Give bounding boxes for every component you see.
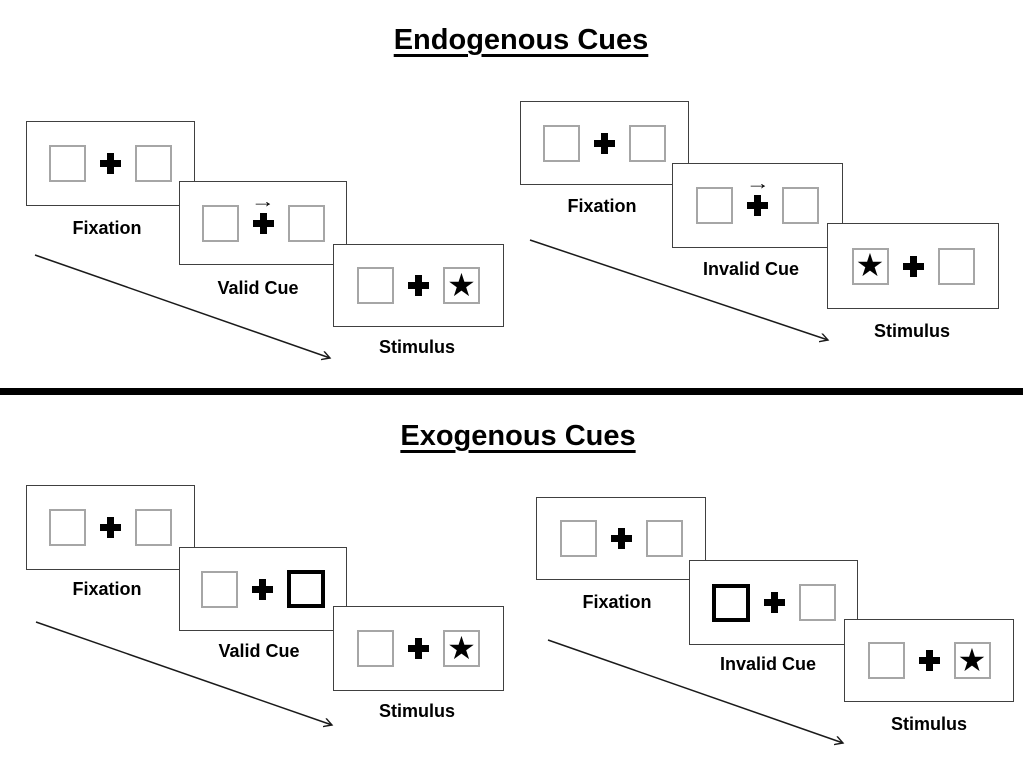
fixation-cross-icon <box>902 255 924 277</box>
fixation-point <box>594 132 615 154</box>
stimulus-box-right: ★ <box>443 267 480 304</box>
stimulus-label: Stimulus <box>378 337 456 357</box>
fixation-cross-icon <box>747 195 768 216</box>
fixation-point <box>408 638 429 659</box>
fixation-label: Fixation <box>72 579 142 599</box>
fixation-cross-icon <box>100 153 121 174</box>
fixation-cross-icon <box>918 650 940 671</box>
central-cue: → <box>745 174 770 216</box>
cue-arrow-right-icon: → <box>250 190 276 211</box>
fixation-cross-icon <box>252 578 273 600</box>
fixation-cross-icon <box>408 275 429 296</box>
star-stimulus-icon: ★ <box>957 641 987 678</box>
peripheral-cue-box-left <box>711 583 750 622</box>
placeholder-box-left <box>357 267 394 304</box>
star-stimulus-icon: ★ <box>447 266 476 303</box>
central-cue: → <box>251 192 275 234</box>
placeholder-box-right <box>287 204 325 242</box>
fixation-point <box>763 592 785 613</box>
stimulus-label: Stimulus <box>378 701 456 721</box>
timeline-arrow-exogenous-invalid <box>547 639 843 743</box>
star-stimulus-icon: ★ <box>855 247 885 283</box>
stimulus-box-left: ★ <box>851 247 889 285</box>
fixation-point <box>610 528 632 549</box>
placeholder-box-left <box>201 204 239 242</box>
placeholder-box-right <box>782 187 819 224</box>
placeholder-box-left <box>49 145 86 182</box>
placeholder-box-right <box>798 584 836 621</box>
fixation-label: Fixation <box>567 196 637 216</box>
fixation-cross-icon <box>100 517 121 538</box>
fixation-panel <box>536 497 706 580</box>
fixation-cross-icon <box>252 212 274 234</box>
fixation-panel <box>520 101 689 185</box>
cue-label: Valid Cue <box>217 278 299 298</box>
stimulus-label: Stimulus <box>873 321 951 341</box>
placeholder-box-right <box>135 509 172 546</box>
stimulus-panel: ★ <box>844 619 1014 702</box>
fixation-label: Fixation <box>72 218 142 238</box>
fixation-cross-icon <box>610 528 632 549</box>
timeline-arrow-endogenous-invalid <box>529 239 828 340</box>
cue-label: Valid Cue <box>218 641 300 661</box>
cue-panel: → <box>672 163 843 248</box>
timeline-arrow-exogenous-valid <box>35 621 332 725</box>
fixation-panel <box>26 485 195 570</box>
fixation-panel <box>26 121 195 206</box>
stimulus-panel: ★ <box>333 244 504 327</box>
stimulus-panel: ★ <box>333 606 504 691</box>
cue-label: Invalid Cue <box>719 654 817 674</box>
fixation-point <box>100 517 121 538</box>
stimulus-box-right: ★ <box>953 641 991 679</box>
stimulus-box-right: ★ <box>443 630 480 667</box>
placeholder-box-right <box>937 247 975 285</box>
cue-panel <box>689 560 858 645</box>
section-divider <box>0 388 1023 395</box>
timeline-arrow-endogenous-valid <box>34 254 330 358</box>
fixation-point <box>100 153 121 174</box>
placeholder-box-right <box>135 145 172 182</box>
placeholder-box-left <box>867 642 905 679</box>
star-stimulus-icon: ★ <box>447 629 476 666</box>
fixation-point <box>252 578 273 600</box>
cue-label: Invalid Cue <box>702 259 800 279</box>
placeholder-box-left <box>357 630 394 667</box>
stimulus-label: Stimulus <box>890 714 968 734</box>
placeholder-box-left <box>696 187 733 224</box>
peripheral-cue-box-right <box>287 570 325 608</box>
placeholder-box-left <box>201 570 238 608</box>
section-title-exogenous: Exogenous Cues <box>400 420 636 452</box>
placeholder-box-right <box>645 520 683 557</box>
cue-panel: → <box>179 181 347 265</box>
fixation-cross-icon <box>408 638 429 659</box>
stimulus-panel: ★ <box>827 223 999 309</box>
placeholder-box-left <box>559 520 597 557</box>
fixation-cross-icon <box>594 132 615 154</box>
placeholder-box-right <box>629 124 666 162</box>
cue-panel <box>179 547 347 631</box>
cue-arrow-right-icon: → <box>745 173 770 193</box>
placeholder-box-left <box>543 124 580 162</box>
fixation-point <box>408 275 429 296</box>
fixation-point <box>902 255 924 277</box>
fixation-cross-icon <box>763 592 785 613</box>
fixation-point <box>918 650 940 671</box>
section-title-endogenous: Endogenous Cues <box>393 24 649 56</box>
placeholder-box-left <box>49 509 86 546</box>
fixation-label: Fixation <box>582 592 652 612</box>
